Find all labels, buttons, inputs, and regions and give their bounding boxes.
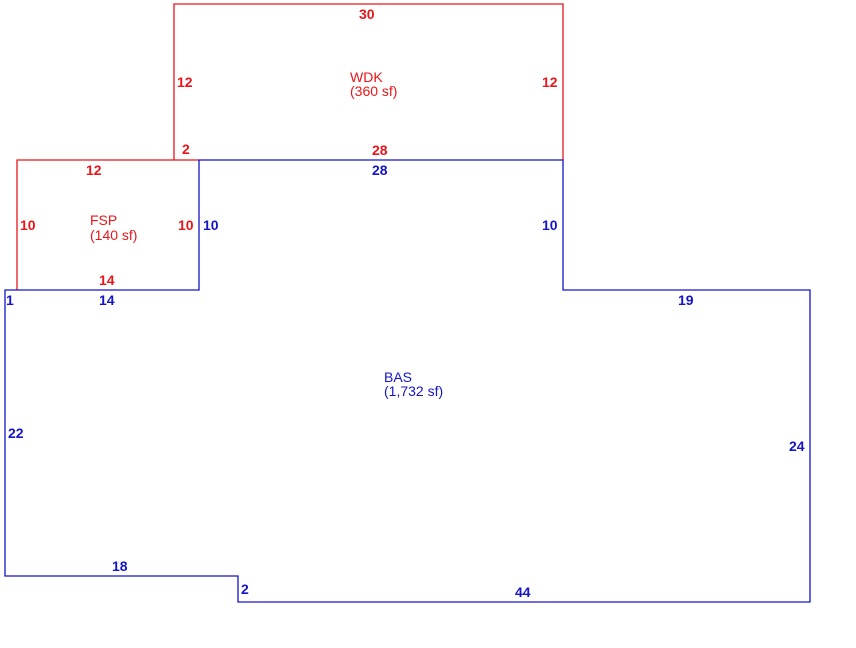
dim-fsp-right: 10 bbox=[178, 217, 194, 233]
dim-wdk-right: 12 bbox=[542, 74, 558, 90]
dim-fsp-left: 10 bbox=[20, 217, 36, 233]
dim-bas-bottom: 44 bbox=[515, 584, 531, 600]
dim-bas-bottom-left: 18 bbox=[112, 558, 128, 574]
dim-bas-top-left: 14 bbox=[99, 292, 115, 308]
fsp-area-label: (140 sf) bbox=[90, 227, 137, 243]
dim-bas-step-left: 1 bbox=[6, 292, 14, 308]
dim-wdk-left: 12 bbox=[177, 74, 193, 90]
dim-fsp-top: 12 bbox=[86, 162, 102, 178]
dim-bas-right: 24 bbox=[789, 438, 805, 454]
dim-wdk-offset: 2 bbox=[182, 141, 190, 157]
dim-fsp-bottom: 14 bbox=[99, 272, 115, 288]
wdk-area-label: (360 sf) bbox=[350, 83, 397, 99]
dim-bas-left: 22 bbox=[8, 425, 24, 441]
bas-code-label: BAS bbox=[384, 369, 412, 385]
dim-bas-top-right: 19 bbox=[678, 292, 694, 308]
bas-area-label: (1,732 sf) bbox=[384, 383, 443, 399]
dim-wdk-top: 30 bbox=[359, 6, 375, 22]
dim-wdk-bottom: 28 bbox=[372, 142, 388, 158]
dim-bas-top-mid: 28 bbox=[372, 162, 388, 178]
dim-bas-left-upper: 10 bbox=[203, 217, 219, 233]
fsp-outline bbox=[16, 159, 199, 290]
wdk-code-label: WDK bbox=[350, 69, 383, 85]
dim-bas-step-bottom: 2 bbox=[241, 581, 249, 597]
wdk-outline bbox=[173, 3, 564, 160]
fsp-code-label: FSP bbox=[90, 212, 117, 228]
bas-outline bbox=[4, 159, 811, 603]
dim-bas-right-upper: 10 bbox=[542, 217, 558, 233]
